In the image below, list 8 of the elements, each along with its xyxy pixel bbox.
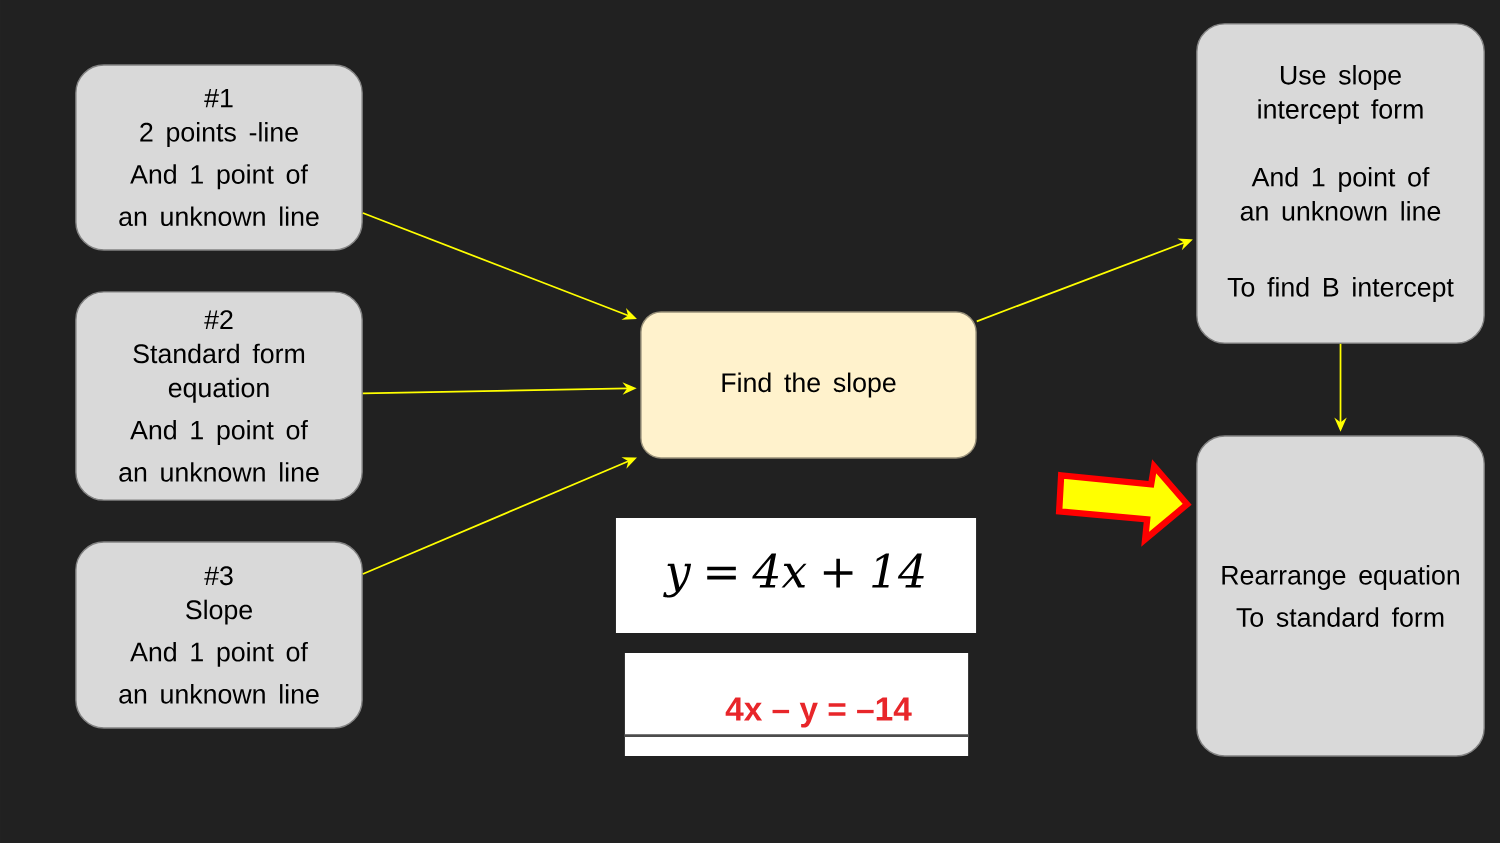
step-box: Rearrange equation To standard form — [1196, 435, 1485, 757]
equation-box: 4x – y = –14 — [624, 653, 969, 756]
process-box: Find the slope — [640, 311, 977, 459]
step-box: #2 Standard form equation And 1 point of an unknown line — [75, 291, 363, 501]
step-box: Use slope intercept form And 1 point of an unknown line To find B intercept — [1196, 23, 1485, 344]
step-box: #3 Slope And 1 point of an unknown line — [75, 541, 363, 729]
handwritten-equation: y = 4x + 14 — [615, 518, 977, 633]
step-box: #1 2 points -line And 1 point of an unknown line — [75, 64, 363, 251]
